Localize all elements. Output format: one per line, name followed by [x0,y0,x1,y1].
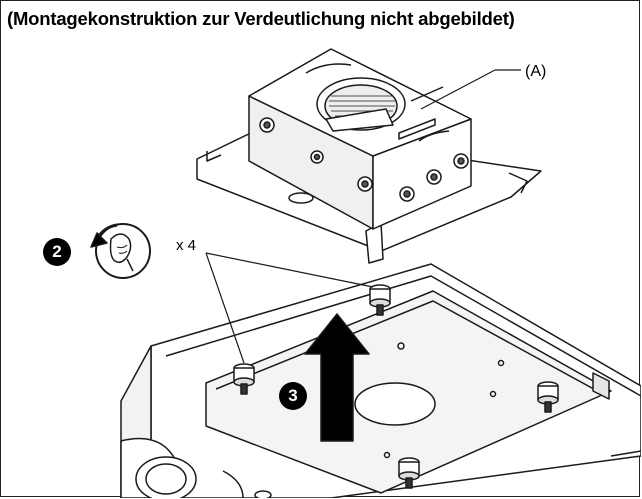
rotate-loosen-icon [90,223,151,279]
screw-rear-right[interactable] [537,381,559,413]
part-a-label: (A) [525,63,547,80]
screw-front-right[interactable] [398,457,420,489]
screw-front-left[interactable] [233,363,255,395]
projector-rim [165,275,641,397]
screw-rear-left[interactable] [369,284,391,316]
step-2-badge: 2 [43,238,71,266]
step-3-badge: 3 [279,382,307,410]
part-a-leader [420,69,496,110]
center-opening [354,382,436,426]
lift-arrow [304,313,370,442]
screw-quantity-label: x 4 [176,237,197,254]
ceiling-bracket [196,48,542,264]
projector-body [120,263,641,498]
quantity-leader-lines [205,252,374,364]
figure-caption: (Montagekonstruktion zur Verdeutlichung … [7,8,515,29]
